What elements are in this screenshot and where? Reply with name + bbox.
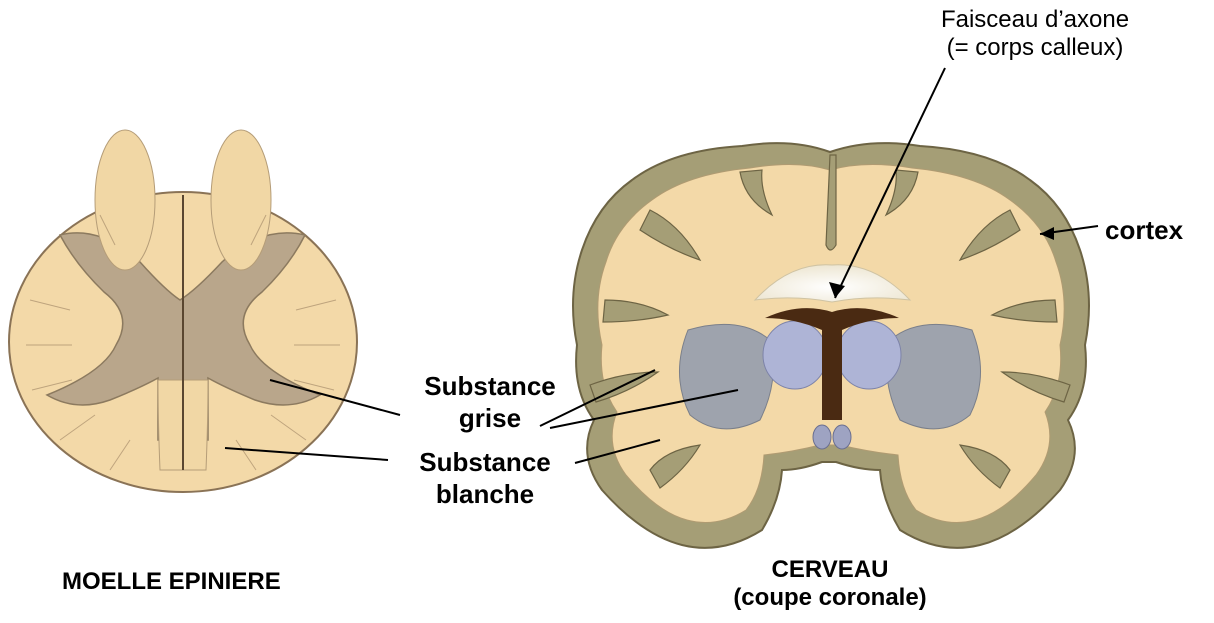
label-grise-line1: Substance: [410, 372, 570, 402]
spinal-cord-section: [9, 130, 357, 492]
caption-brain: CERVEAU (coupe coronale): [720, 556, 940, 611]
label-cortex: cortex: [1105, 216, 1183, 246]
brain-coronal-section: [573, 143, 1089, 548]
caption-brain-line1: CERVEAU: [720, 556, 940, 584]
label-axon-line1: Faisceau d’axone: [920, 6, 1150, 34]
caption-brain-line2: (coupe coronale): [720, 584, 940, 612]
label-substance-grise: Substance grise: [410, 372, 570, 434]
label-blanche-line2: blanche: [400, 480, 570, 510]
label-axon-line2: (= corps calleux): [920, 34, 1150, 62]
label-blanche-line1: Substance: [400, 448, 570, 478]
label-grise-line2: grise: [410, 404, 570, 434]
caption-spinal-cord: MOELLE EPINIERE: [62, 568, 281, 596]
label-axon-bundle: Faisceau d’axone (= corps calleux): [920, 6, 1150, 61]
label-substance-blanche: Substance blanche: [400, 448, 570, 510]
